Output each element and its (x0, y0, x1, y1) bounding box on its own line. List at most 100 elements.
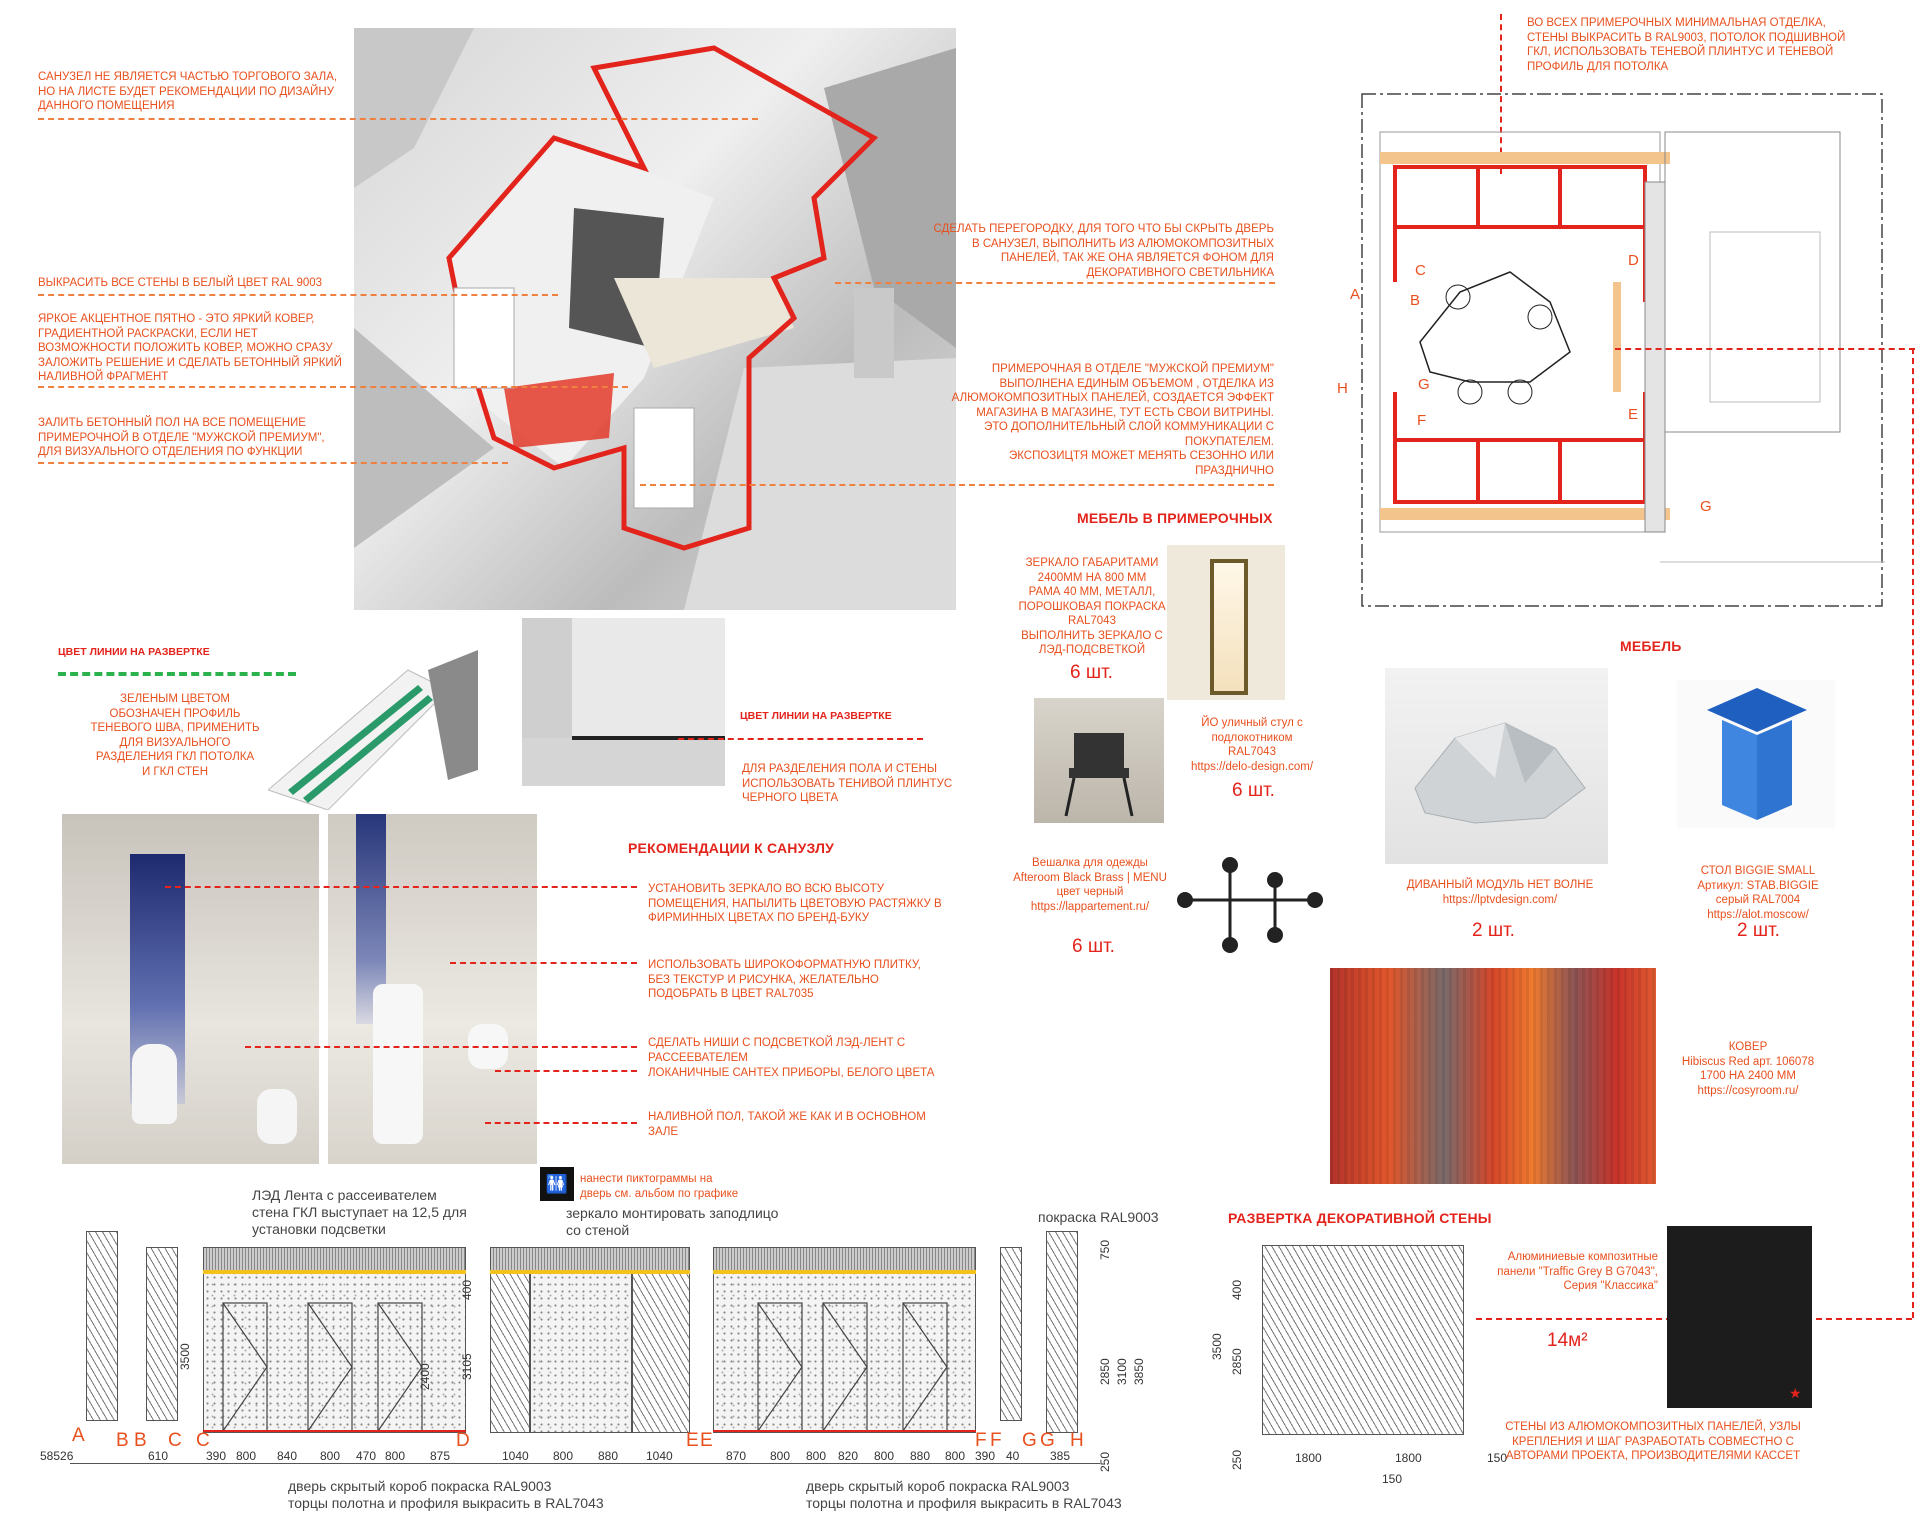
plan-label: C (1415, 262, 1426, 279)
carpet-texture (1330, 968, 1656, 1184)
note-skirting: ДЛЯ РАЗДЕЛЕНИЯ ПОЛА И СТЕНЫ ИСПОЛЬЗОВАТЬ… (742, 763, 953, 804)
led-strip-1 (203, 1270, 466, 1274)
line-color-heading-2: ЦВЕТ ЛИНИИ НА РАЗВЕРТКЕ (740, 710, 892, 722)
leader-line (38, 386, 628, 388)
axis-label: G (1022, 1430, 1037, 1451)
note-bath-floor: НАЛИВНОЙ ПОЛ, ТАКОЙ ЖЕ КАК И В ОСНОВНОМ … (648, 1111, 926, 1138)
decor-area: 14м² (1547, 1330, 1588, 1351)
mirror-quantity: 6 шт. (1070, 662, 1113, 683)
ceiling-band-1 (203, 1247, 466, 1273)
sofa-photo (1385, 668, 1608, 864)
axis-label: E (700, 1430, 713, 1451)
table-drawing (1707, 688, 1807, 820)
note-fitting-room: ПРИМЕРОЧНАЯ В ОТДЕЛЕ "МУЖСКОЙ ПРЕМИУМ" В… (951, 363, 1274, 477)
door-note-2: дверь скрытый короб покраска RAL9003 тор… (806, 1478, 1122, 1511)
leader-line (1615, 348, 1915, 350)
bottom-dim: 870 (726, 1449, 747, 1463)
axis-label: F (990, 1430, 1002, 1451)
floor-strip (522, 738, 725, 786)
skirting-line (572, 736, 725, 740)
hanger-description: Вешалка для одежды Afteroom Black Brass … (1013, 857, 1167, 913)
vertical-dim: 2400 (418, 1363, 432, 1390)
bottom-dim: 1040 (502, 1449, 529, 1463)
sofa-quantity: 2 шт. (1472, 920, 1515, 941)
bottom-dim: 470 (356, 1449, 377, 1463)
axis-label: C (196, 1430, 210, 1451)
bottom-dim: 800 (806, 1449, 827, 1463)
shadow-profile-drawing (268, 650, 478, 810)
led-strip-3 (713, 1270, 976, 1274)
mirror-note: зеркало монтировать заподлицо со стеной (566, 1205, 779, 1238)
pictogram-note: нанести пиктограммы на дверь см. альбом … (580, 1173, 739, 1200)
table-description: СТОЛ BIGGIE SMALL Артикул: STAB.BIGGIE с… (1697, 865, 1819, 921)
plan-label: B (1410, 292, 1421, 309)
decor-dim-horizontal: 1800 (1395, 1451, 1422, 1465)
hanger-quantity: 6 шт. (1072, 936, 1115, 957)
green-line-sample (58, 672, 296, 676)
sofa-drawing (1414, 722, 1586, 824)
decor-dim-horizontal: 150 (1487, 1451, 1508, 1465)
note-concrete-floor: ЗАЛИТЬ БЕТОННЫЙ ПОЛ НА ВСЕ ПОМЕЩЕНИЕ ПРИ… (38, 417, 325, 458)
note-all-fitting: ВО ВСЕХ ПРИМЕРОЧНЫХ МИНИМАЛЬНАЯ ОТДЕЛКА,… (1527, 17, 1846, 73)
panels-note: СТЕНЫ ИЗ АЛЮМОКОМПОЗИТНЫХ ПАНЕЛЕЙ, УЗЛЫ … (1505, 1421, 1801, 1462)
led-strip-2 (490, 1270, 690, 1274)
bottom-dim: 880 (910, 1449, 931, 1463)
axonometric-render (354, 28, 956, 610)
axis-label: D (456, 1430, 470, 1451)
decor-wall-elevation (1262, 1245, 1464, 1435)
paint-note: покраска RAL9003 (1038, 1209, 1159, 1225)
sofa-description: ДИВАННЫЙ МОДУЛЬ НЕТ ВОЛНЕ https://lptvde… (1406, 879, 1594, 906)
bottom-dim: 385 (1050, 1449, 1071, 1463)
vertical-dim: 400 (460, 1279, 474, 1300)
wall-section-c (1000, 1247, 1022, 1421)
vertical-dim: 3105 (460, 1353, 474, 1380)
hanger-drawing (1177, 857, 1323, 953)
vertical-dim: 3100 (1115, 1358, 1129, 1385)
panel-sample: ★ (1667, 1226, 1812, 1408)
note-bath-niches: СДЕЛАТЬ НИШИ С ПОДСВЕТКОЙ ЛЭД-ЛЕНТ С РАС… (648, 1037, 906, 1064)
note-carpet-accent: ЯРКОЕ АКЦЕНТНОЕ ПЯТНО - ЭТО ЯРКИЙ КОВЕР,… (38, 313, 342, 383)
table-photo (1677, 680, 1835, 828)
plan-label: G (1418, 376, 1430, 393)
mirror-description: ЗЕРКАЛО ГАБАРИТАМИ 2400ММ НА 800 ММ РАМА… (1018, 557, 1166, 656)
plan-label: H (1337, 380, 1348, 397)
plan-label: F (1417, 412, 1427, 429)
note-paint-walls: ВЫКРАСИТЬ ВСЕ СТЕНЫ В БЕЛЫЙ ЦВЕТ RAL 900… (38, 277, 323, 289)
bottom-dim: 800 (553, 1449, 574, 1463)
panels-description: Алюминиевые композитные панели "Traffic … (1497, 1251, 1658, 1292)
wall-section-a (86, 1231, 118, 1421)
vertical-dim: 250 (1098, 1451, 1112, 1472)
decor-dim-vertical: 400 (1230, 1279, 1244, 1300)
bottom-dim: 800 (770, 1449, 791, 1463)
chair-quantity: 6 шт. (1232, 780, 1275, 801)
pictogram-icon: 🚻 (540, 1167, 574, 1201)
line-color-heading: ЦВЕТ ЛИНИИ НА РАЗВЕРТКЕ (58, 646, 210, 658)
bottom-dim: 840 (277, 1449, 298, 1463)
vertical-dim: 3850 (1132, 1358, 1146, 1385)
note-partition: СДЕЛАТЬ ПЕРЕГОРОДКУ, ДЛЯ ТОГО ЧТО БЫ СКР… (933, 223, 1274, 279)
bottom-dim: 880 (598, 1449, 619, 1463)
chair-drawing (1064, 733, 1134, 817)
wall-section-d (1046, 1231, 1078, 1433)
leader-line (165, 886, 637, 888)
decor-dim-horizontal: 1800 (1295, 1451, 1322, 1465)
note-bath-mirror: УСТАНОВИТЬ ЗЕРКАЛО ВО ВСЮ ВЫСОТУ ПОМЕЩЕН… (648, 883, 942, 924)
axis-label: E (686, 1430, 699, 1451)
mirror-wall-2 (632, 1273, 690, 1433)
bottom-dim: 1040 (646, 1449, 673, 1463)
leader-line (640, 484, 1274, 486)
axis-label: F (975, 1430, 987, 1451)
vertical-dim: 2850 (1098, 1358, 1112, 1385)
leader-line (245, 1046, 637, 1048)
bottom-dim: 40 (1006, 1449, 1020, 1463)
leader-line (495, 1070, 637, 1072)
bath-recs-heading: РЕКОМЕНДАЦИИ К САНУЗЛУ (628, 840, 835, 856)
plan-label: E (1628, 406, 1639, 423)
bottom-dim: 800 (320, 1449, 341, 1463)
bottom-dim: 875 (430, 1449, 451, 1463)
bottom-dim: 820 (838, 1449, 859, 1463)
leader-line (38, 118, 758, 120)
decor-dim-vertical: 250 (1230, 1449, 1244, 1470)
decor-dim-vertical: 3500 (1210, 1333, 1224, 1360)
decor-dim-vertical: 2850 (1230, 1348, 1244, 1375)
